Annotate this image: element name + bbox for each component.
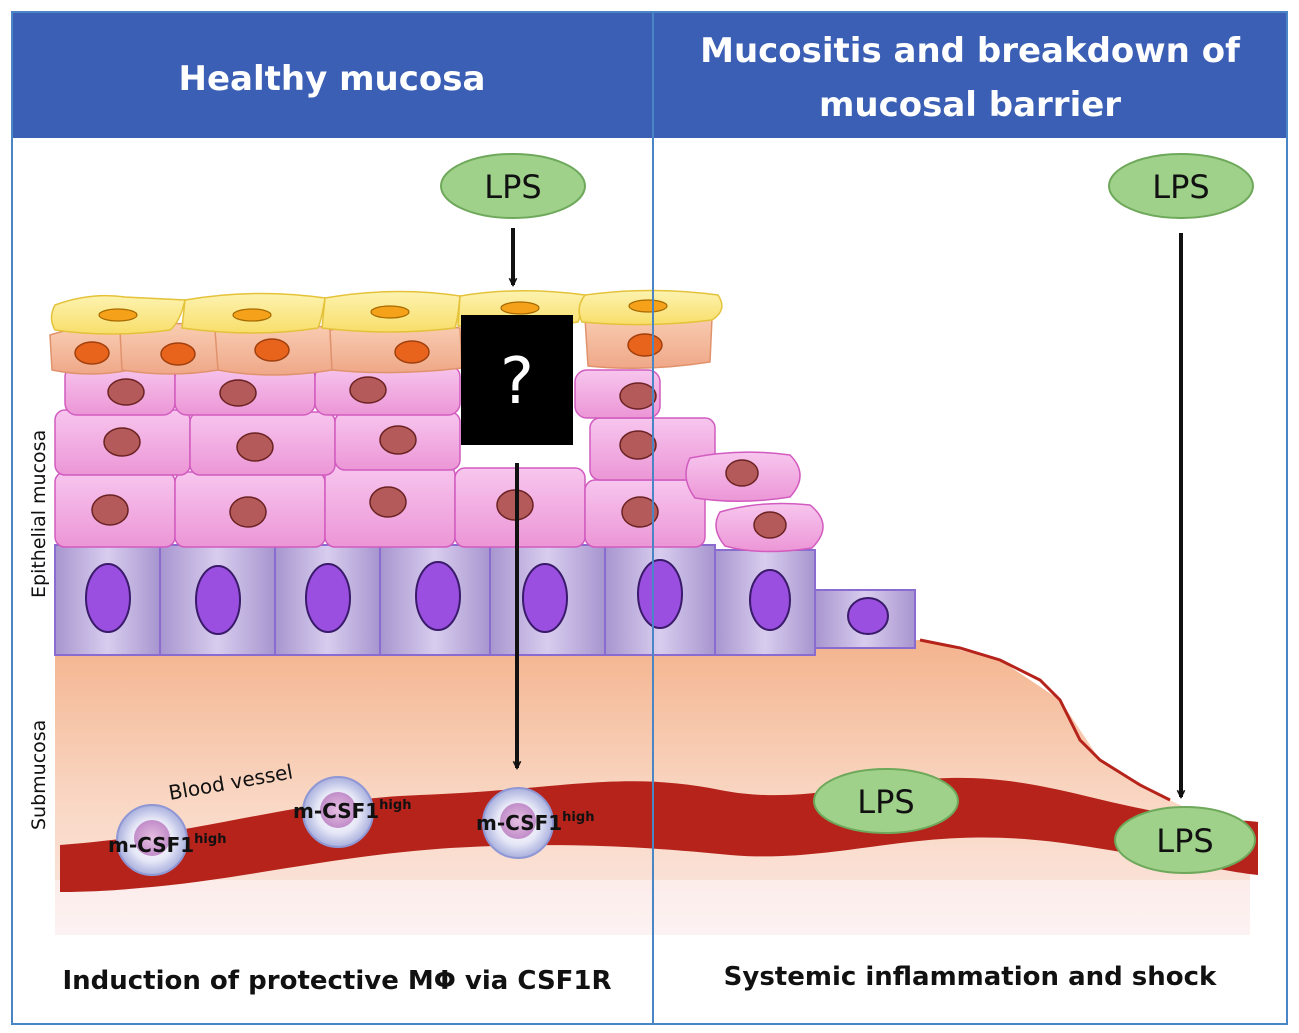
lps-ellipse (440, 153, 586, 219)
right-caption: Systemic inflammation and shock (724, 962, 1217, 992)
submucosa-label: Submucosa (28, 720, 50, 830)
basal-nucleus (522, 563, 568, 633)
basal-nucleus (195, 565, 241, 635)
spinous-nucleus (91, 494, 129, 526)
lps-left-top: LPS (440, 153, 586, 219)
superficial-nucleus (500, 301, 540, 315)
lps-in-vessel-2: LPS (1114, 806, 1256, 874)
outer-frame (11, 11, 1288, 1025)
granular-nucleus (160, 342, 196, 366)
lps-in-vessel-1: LPS (813, 768, 959, 834)
spinous-nucleus (236, 432, 274, 462)
basal-cell-layer (54, 544, 916, 656)
macrophage-label: m-CSF1high (476, 810, 594, 835)
lps-ellipse (1108, 153, 1254, 219)
spinous-nucleus (219, 379, 257, 407)
granular-nucleus (74, 341, 110, 365)
spinous-nucleus (229, 496, 267, 528)
spinous-nucleus (103, 427, 141, 457)
left-header-bar (12, 12, 653, 138)
spinous-nucleus (621, 496, 659, 528)
lps-label: LPS (1152, 168, 1209, 206)
left-caption: Induction of protective MΦ via CSF1R (62, 966, 611, 996)
spinous-nucleus (725, 459, 759, 487)
macrophage-nucleus (320, 792, 356, 828)
granular-nucleus (254, 338, 290, 362)
macrophage-1: m-CSF1high (108, 804, 226, 876)
basal-nucleus (847, 597, 889, 635)
macrophage-2: m-CSF1high (293, 776, 411, 848)
right-header-title-line2: mucosal barrier (819, 85, 1121, 125)
spinous-nucleus (619, 430, 657, 460)
superficial-nucleus (628, 299, 668, 313)
basal-nucleus (415, 561, 461, 631)
macrophage-3: m-CSF1high (476, 787, 594, 859)
unknown-mechanism-label: ? (500, 345, 534, 419)
lps-ellipse (1114, 806, 1256, 874)
spinous-nucleus (753, 511, 787, 539)
macrophage-label: m-CSF1high (108, 832, 226, 857)
macrophage-nucleus (134, 820, 170, 856)
spinous-nucleus (107, 378, 145, 406)
basal-nucleus (85, 563, 131, 633)
lps-label: LPS (484, 168, 541, 206)
epithelial-mucosa-label: Epithelial mucosa (28, 430, 50, 598)
right-header-title-line1: Mucositis and breakdown of (700, 31, 1241, 71)
basal-nucleus (749, 569, 791, 631)
superficial-nucleus (232, 308, 272, 322)
basal-nucleus (305, 563, 351, 633)
lps-ellipse (813, 768, 959, 834)
macrophage-label: m-CSF1high (293, 798, 411, 823)
lps-label: LPS (857, 783, 914, 821)
spinous-nucleus (379, 425, 417, 455)
lps-label: LPS (1156, 822, 1213, 860)
spinous-cell-layer (54, 364, 824, 553)
spinous-nucleus (369, 486, 407, 518)
unknown-mechanism-box (461, 315, 573, 445)
spinous-nucleus (619, 382, 657, 410)
granular-nucleus (394, 340, 430, 364)
macrophage-nucleus (500, 803, 536, 839)
superficial-nucleus (370, 305, 410, 319)
lps-right-top: LPS (1108, 153, 1254, 219)
right-header-bar (653, 12, 1287, 138)
granular-nucleus (627, 333, 663, 357)
superficial-nucleus (98, 308, 138, 322)
spinous-nucleus (349, 376, 387, 404)
left-header-title: Healthy mucosa (179, 59, 486, 99)
basal-nucleus (637, 559, 683, 629)
tissue-breakdown-edge (919, 638, 1171, 802)
